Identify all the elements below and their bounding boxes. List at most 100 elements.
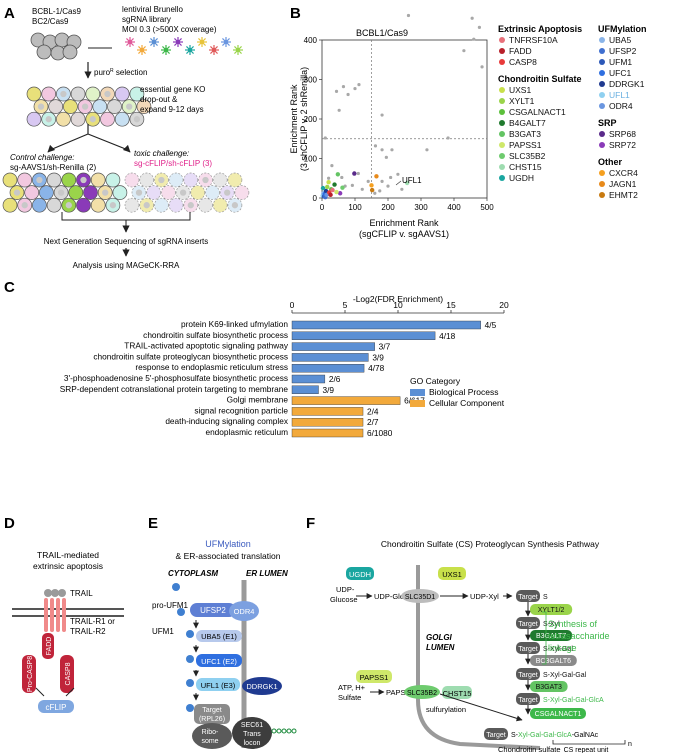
ko-cell bbox=[129, 86, 145, 102]
toxic-cell bbox=[212, 172, 228, 188]
atp-2: Sulfate bbox=[338, 693, 361, 702]
y-tick-label: 300 bbox=[304, 76, 318, 85]
ko-cell bbox=[100, 111, 115, 127]
scatter-point bbox=[350, 183, 354, 187]
ko-cell bbox=[26, 111, 42, 127]
legend-marker bbox=[599, 142, 605, 148]
synthesis-bracket bbox=[542, 611, 547, 665]
legend-marker bbox=[499, 37, 505, 43]
ufc1 bbox=[196, 654, 242, 667]
e-subtitle: & ER-associated translation bbox=[176, 551, 281, 561]
udp-glca: UDP-GlcA bbox=[374, 592, 409, 601]
ko-cell bbox=[63, 99, 78, 114]
legend-label-cc: Cellular Component bbox=[429, 398, 505, 408]
control-cell bbox=[2, 197, 18, 213]
toxic-cell bbox=[198, 197, 213, 213]
e-title: UFMylation bbox=[205, 539, 251, 549]
svg-text:FADD: FADD bbox=[46, 637, 53, 656]
xylt-enzyme: XYLT1/2 bbox=[530, 604, 573, 615]
legend-label: FADD bbox=[509, 46, 532, 56]
legend-marker bbox=[499, 175, 505, 181]
panel-e: UFMylation & ER-associated translation C… bbox=[152, 539, 297, 749]
svg-text:UGDH: UGDH bbox=[349, 570, 371, 579]
y-tick-label: 100 bbox=[304, 155, 318, 164]
bar-label: 3'-phosphoadenosine 5'-phosphosulfate bi… bbox=[64, 373, 288, 383]
control-cell bbox=[46, 197, 62, 213]
panel-label-c: C bbox=[4, 279, 15, 296]
bar-count: 3/9 bbox=[372, 352, 384, 362]
bar bbox=[291, 342, 375, 351]
scatter-plot-area bbox=[321, 39, 488, 199]
scatter-point bbox=[341, 85, 346, 89]
scatter-point bbox=[390, 148, 394, 152]
bar-tick-label: 20 bbox=[499, 300, 509, 310]
svg-text:SLC35B2: SLC35B2 bbox=[407, 690, 437, 697]
ko-text-1: essential gene KO bbox=[140, 85, 205, 94]
toxic-cell bbox=[212, 197, 228, 213]
svg-text:Trans: Trans bbox=[243, 731, 261, 738]
x-tick-label: 200 bbox=[381, 203, 395, 212]
uba5 bbox=[196, 630, 242, 642]
cflip-inhibition bbox=[35, 687, 75, 697]
ribosome bbox=[192, 723, 232, 749]
golgi-label-1: GOLGI bbox=[426, 633, 453, 642]
legend-marker bbox=[599, 131, 605, 137]
bar-label: chondroitin sulfate biosynthetic process bbox=[143, 330, 288, 340]
x-label-1: Enrichment Rank bbox=[369, 218, 439, 228]
fadd bbox=[42, 633, 54, 659]
repeat-bracket bbox=[552, 740, 626, 745]
bar-label: chondroitin sulfate proteoglycan biosynt… bbox=[93, 351, 288, 361]
legend-swatch-bp bbox=[410, 389, 425, 396]
bar bbox=[291, 331, 436, 340]
virus-particle bbox=[197, 37, 207, 47]
virus-particle bbox=[209, 45, 219, 55]
control-cell bbox=[24, 185, 40, 200]
legend-marker bbox=[599, 70, 605, 76]
y-tick-label: 400 bbox=[304, 36, 318, 45]
er-lumen-label: ER LUMEN bbox=[246, 569, 288, 578]
scatter-point bbox=[337, 108, 341, 112]
scatter-point bbox=[386, 184, 390, 188]
legend-marker bbox=[599, 48, 605, 54]
svg-text:Target: Target bbox=[202, 707, 222, 714]
bar-count: 6/1080 bbox=[367, 428, 393, 438]
udp-glucose-2: Glucose bbox=[330, 595, 358, 604]
x-tick-label: 0 bbox=[320, 203, 325, 212]
bar-count: 3/9 bbox=[323, 385, 335, 395]
bar-row: 3'-phosphoadenosine 5'-phosphosulfate bi… bbox=[64, 373, 341, 384]
panel-label-b: B bbox=[290, 5, 301, 22]
scatter-point bbox=[380, 148, 384, 152]
x-tick-label: 400 bbox=[447, 203, 461, 212]
scatter-point bbox=[373, 144, 378, 148]
golgi-label-2: LUMEN bbox=[426, 643, 455, 652]
b3gat3-enzyme: B3GAT3 bbox=[530, 681, 568, 692]
synthesis-1: Synthesis of bbox=[548, 619, 598, 629]
scatter-point bbox=[360, 187, 364, 191]
control-cell bbox=[83, 185, 98, 200]
toxic-cell bbox=[234, 185, 250, 200]
toxic-cell bbox=[161, 185, 176, 200]
bar-label: response to endoplasmic reticulum stress bbox=[135, 362, 288, 372]
svg-text:S-Xyl-Gal-Gal-GlcA-GalNAc: S-Xyl-Gal-Gal-GlcA-GalNAc bbox=[511, 732, 599, 739]
scatter-point bbox=[400, 187, 404, 191]
scatter-background-points bbox=[323, 13, 484, 195]
toxic-cell bbox=[190, 185, 206, 200]
bar bbox=[291, 396, 401, 405]
virus-particle bbox=[125, 37, 135, 47]
control-sub: sg-AAVS1/sh-Renilla (2) bbox=[10, 163, 96, 172]
svg-text:n: n bbox=[628, 741, 632, 748]
legend-marker bbox=[599, 37, 605, 43]
toxic-sub: sg-cFLIP/sh-cFLIP (3) bbox=[134, 159, 212, 168]
scatter-highlight-point bbox=[320, 185, 326, 191]
legend-marker bbox=[599, 181, 605, 187]
panel-label-e: E bbox=[148, 515, 158, 532]
control-cell bbox=[17, 172, 33, 188]
bar bbox=[291, 320, 481, 330]
control-cell bbox=[90, 197, 106, 213]
